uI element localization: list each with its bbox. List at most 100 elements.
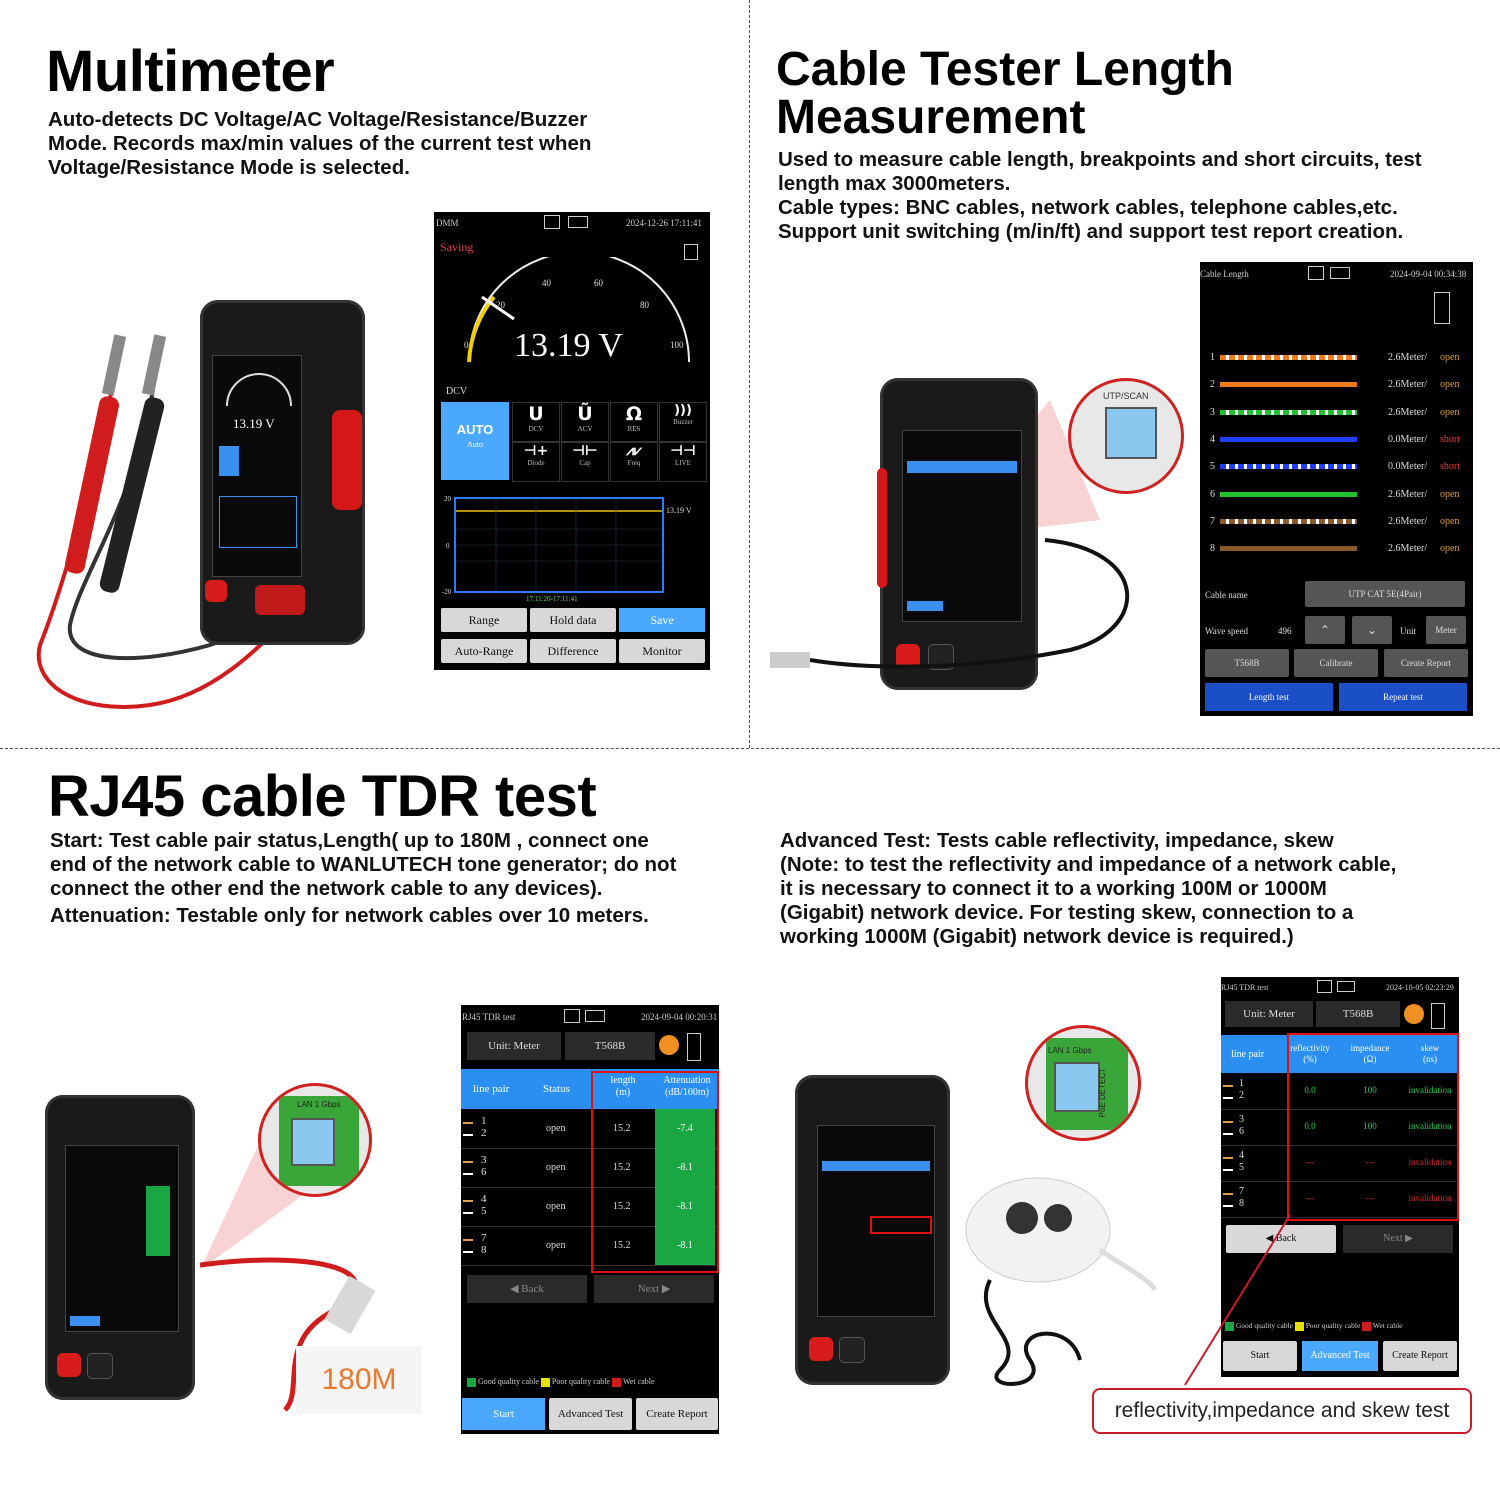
mode-toggle-icon[interactable] [687, 1033, 701, 1061]
screenshot-icon [564, 1009, 580, 1023]
repeat-test-button[interactable]: Repeat test [1339, 683, 1467, 711]
gauge-tick-40: 40 [542, 278, 551, 288]
saving-status: Saving [440, 240, 474, 254]
mode-live-button[interactable]: ⊣⊣LIVE [659, 442, 707, 482]
pair-impedance: 100 [1363, 1085, 1377, 1095]
advanced-test-button[interactable]: Advanced Test [549, 1398, 632, 1430]
pair-length: 15.2 [613, 1162, 631, 1173]
pair-skew: invalidation [1408, 1157, 1452, 1167]
t568b-button[interactable]: T568B [1205, 649, 1289, 677]
create-report-button[interactable]: Create Report [1384, 649, 1468, 677]
range-button[interactable]: Range [441, 608, 527, 632]
network-cable [770, 538, 1130, 669]
create-report-button[interactable]: Create Report [1383, 1341, 1457, 1371]
mode-auto-button[interactable]: AUTO Auto [441, 402, 509, 480]
col-attenuation: Attenuation (dB/100m) [663, 1075, 711, 1098]
mode-toggle-icon[interactable] [1431, 1003, 1445, 1029]
save-button[interactable]: Save [619, 608, 705, 632]
pair-wire-icon [1223, 1121, 1233, 1135]
analog-gauge [467, 257, 690, 363]
document-icon[interactable] [684, 244, 698, 260]
pair-wire-icon [1223, 1193, 1233, 1207]
mode-cap-button[interactable]: ⊣⊢Cap [561, 442, 609, 482]
wire-state: open [1440, 488, 1460, 500]
lan-port-zoom: LAN 1 Gbps [258, 1083, 372, 1197]
unit-select[interactable]: Unit: Meter [1225, 1001, 1313, 1027]
red-network-cable [199, 1257, 376, 1412]
standard-select[interactable]: T568B [565, 1032, 655, 1060]
monitor-button[interactable]: Monitor [619, 639, 705, 663]
unit-select[interactable]: Unit: Meter [467, 1032, 561, 1060]
device-power-button [205, 580, 227, 602]
device-power-button [57, 1353, 81, 1377]
screenshot-icon [1317, 980, 1332, 993]
col-impedance: impedance (Ω) [1350, 1043, 1390, 1064]
hold-data-button[interactable]: Hold data [530, 608, 616, 632]
lan-port-zoom: LAN 1 Gbps PoE DETECT [1025, 1025, 1141, 1141]
start-button[interactable]: Start [462, 1398, 545, 1430]
calibrate-button[interactable]: Calibrate [1294, 649, 1378, 677]
wave-speed-down-button[interactable]: ⌄ [1352, 616, 1392, 644]
wire-number: 2 [1210, 379, 1215, 391]
pair-impedance: --- [1365, 1193, 1375, 1203]
pair-attenuation: -8.1 [655, 1226, 715, 1265]
wire-length: 2.6Meter/ [1388, 352, 1428, 363]
battery-icon [568, 216, 588, 228]
next-button[interactable]: Next ▶ [594, 1275, 714, 1303]
pair-attenuation: -8.1 [655, 1187, 715, 1226]
graph-current-value: 13.19 V [666, 506, 692, 515]
cable-name-select[interactable]: UTP CAT 5E(4Pair) [1305, 581, 1465, 607]
cable-tester-device [877, 378, 1038, 690]
unit-select[interactable]: Meter [1426, 616, 1466, 644]
device-screen [817, 1125, 935, 1317]
mode-diode-button[interactable]: ⊣+Diode [512, 442, 560, 482]
length-test-button[interactable]: Length test [1205, 683, 1333, 711]
back-button[interactable]: ◀ Back [467, 1275, 587, 1303]
graph-y-top: 20 [444, 495, 451, 503]
multimeter-device: 13.19 V [200, 300, 365, 645]
wire-color-bar [1220, 518, 1357, 524]
auto-range-button[interactable]: Auto-Range [441, 639, 527, 663]
highlight-box [591, 1071, 719, 1273]
mode-toggle-icon[interactable] [1434, 292, 1450, 324]
tdr-screen-right: RJ45 TDR test 2024-10-05 02:23:29 Unit: … [1221, 977, 1459, 1377]
status-bar: RJ45 TDR test 2024-10-05 02:23:29 [1221, 977, 1459, 999]
cable-name-label: Cable name [1205, 590, 1248, 600]
warning-icon[interactable] [659, 1035, 679, 1055]
vertical-divider [749, 0, 750, 748]
pair-impedance: --- [1365, 1157, 1375, 1167]
main-reading: 13.19 V [514, 327, 623, 364]
next-button[interactable]: Next ▶ [1343, 1225, 1453, 1253]
wire-state: open [1440, 406, 1460, 418]
create-report-button[interactable]: Create Report [636, 1398, 718, 1430]
start-button[interactable]: Start [1223, 1341, 1297, 1371]
warning-icon[interactable] [1404, 1004, 1424, 1024]
advanced-test-button[interactable]: Advanced Test [1302, 1341, 1378, 1371]
mode-freq-button[interactable]: ⩘⩗Freq [610, 442, 658, 482]
difference-button[interactable]: Difference [530, 639, 616, 663]
wave-speed-up-button[interactable]: ⌃ [1305, 616, 1345, 644]
wire-color-bar [1220, 436, 1357, 442]
pair-status: open [546, 1123, 566, 1134]
battery-icon [1337, 981, 1355, 992]
mode-buzzer-button[interactable]: )))Buzzer [659, 402, 707, 442]
test-probes [36, 334, 292, 709]
standard-select[interactable]: T568B [1316, 1001, 1400, 1027]
status-bar: Cable Length 2024-09-04 00:34:38 [1200, 262, 1473, 284]
wire-color-bar [1220, 491, 1357, 497]
multimeter-screen: DMM 2024-12-26 17:11:41 Saving 0 20 40 6… [434, 212, 710, 670]
highlight-box [1287, 1033, 1459, 1221]
